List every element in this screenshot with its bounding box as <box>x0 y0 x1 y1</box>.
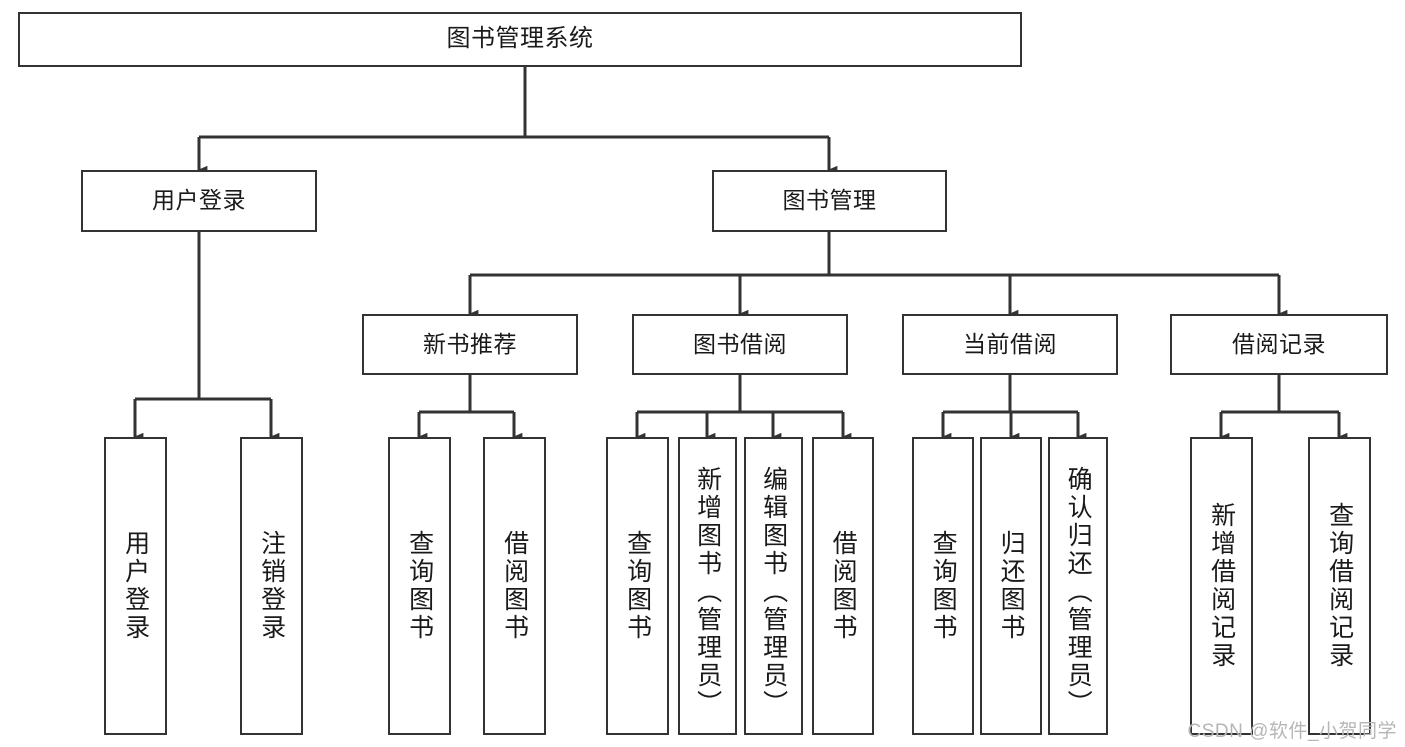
node-label: 当前借阅 <box>963 330 1057 357</box>
leaf-return-book[interactable]: 归还图书 <box>980 437 1042 735</box>
node-label: 借阅图书 <box>829 530 858 642</box>
leaf-edit-book-admin[interactable]: 编辑图书（管理员） <box>744 437 803 735</box>
node-label: 归还图书 <box>997 530 1026 642</box>
node-label: 查询图书 <box>405 530 434 642</box>
node-label: 确认归还（管理员） <box>1064 466 1093 718</box>
leaf-query-borrow-record[interactable]: 查询借阅记录 <box>1308 437 1371 735</box>
node-label: 查询图书 <box>929 530 958 642</box>
leaf-user-login[interactable]: 用户登录 <box>104 437 167 735</box>
node-label: 图书管理 <box>782 187 877 214</box>
leaf-logout-login[interactable]: 注销登录 <box>240 437 303 735</box>
leaf-borrow-book-2[interactable]: 借阅图书 <box>812 437 874 735</box>
node-new-book-recommend[interactable]: 新书推荐 <box>362 314 578 375</box>
leaf-query-book-1[interactable]: 查询图书 <box>388 437 451 735</box>
node-label: 编辑图书（管理员） <box>759 466 788 718</box>
leaf-query-book-3[interactable]: 查询图书 <box>912 437 974 735</box>
node-label: 新增图书（管理员） <box>693 466 722 718</box>
node-user-login[interactable]: 用户登录 <box>81 170 317 232</box>
node-label: 用户登录 <box>152 187 246 214</box>
node-label: 用户登录 <box>121 530 150 642</box>
node-root-system[interactable]: 图书管理系统 <box>18 12 1022 67</box>
node-label: 注销登录 <box>257 530 286 642</box>
node-label: 新书推荐 <box>423 330 517 357</box>
node-book-manage[interactable]: 图书管理 <box>712 170 947 232</box>
leaf-borrow-book-1[interactable]: 借阅图书 <box>483 437 546 735</box>
node-book-borrow[interactable]: 图书借阅 <box>632 314 848 375</box>
leaf-add-book-admin[interactable]: 新增图书（管理员） <box>678 437 737 735</box>
node-label: 查询图书 <box>623 530 652 642</box>
node-label: 新增借阅记录 <box>1207 502 1236 670</box>
node-label: 借阅图书 <box>500 530 529 642</box>
leaf-add-borrow-record[interactable]: 新增借阅记录 <box>1190 437 1253 735</box>
leaf-query-book-2[interactable]: 查询图书 <box>606 437 669 735</box>
node-label: 图书借阅 <box>693 330 787 357</box>
node-borrow-record[interactable]: 借阅记录 <box>1170 314 1388 375</box>
node-current-borrow[interactable]: 当前借阅 <box>902 314 1118 375</box>
node-label: 图书管理系统 <box>446 25 594 53</box>
node-label: 查询借阅记录 <box>1325 502 1354 670</box>
leaf-confirm-return-admin[interactable]: 确认归还（管理员） <box>1048 437 1108 735</box>
node-label: 借阅记录 <box>1232 330 1326 357</box>
